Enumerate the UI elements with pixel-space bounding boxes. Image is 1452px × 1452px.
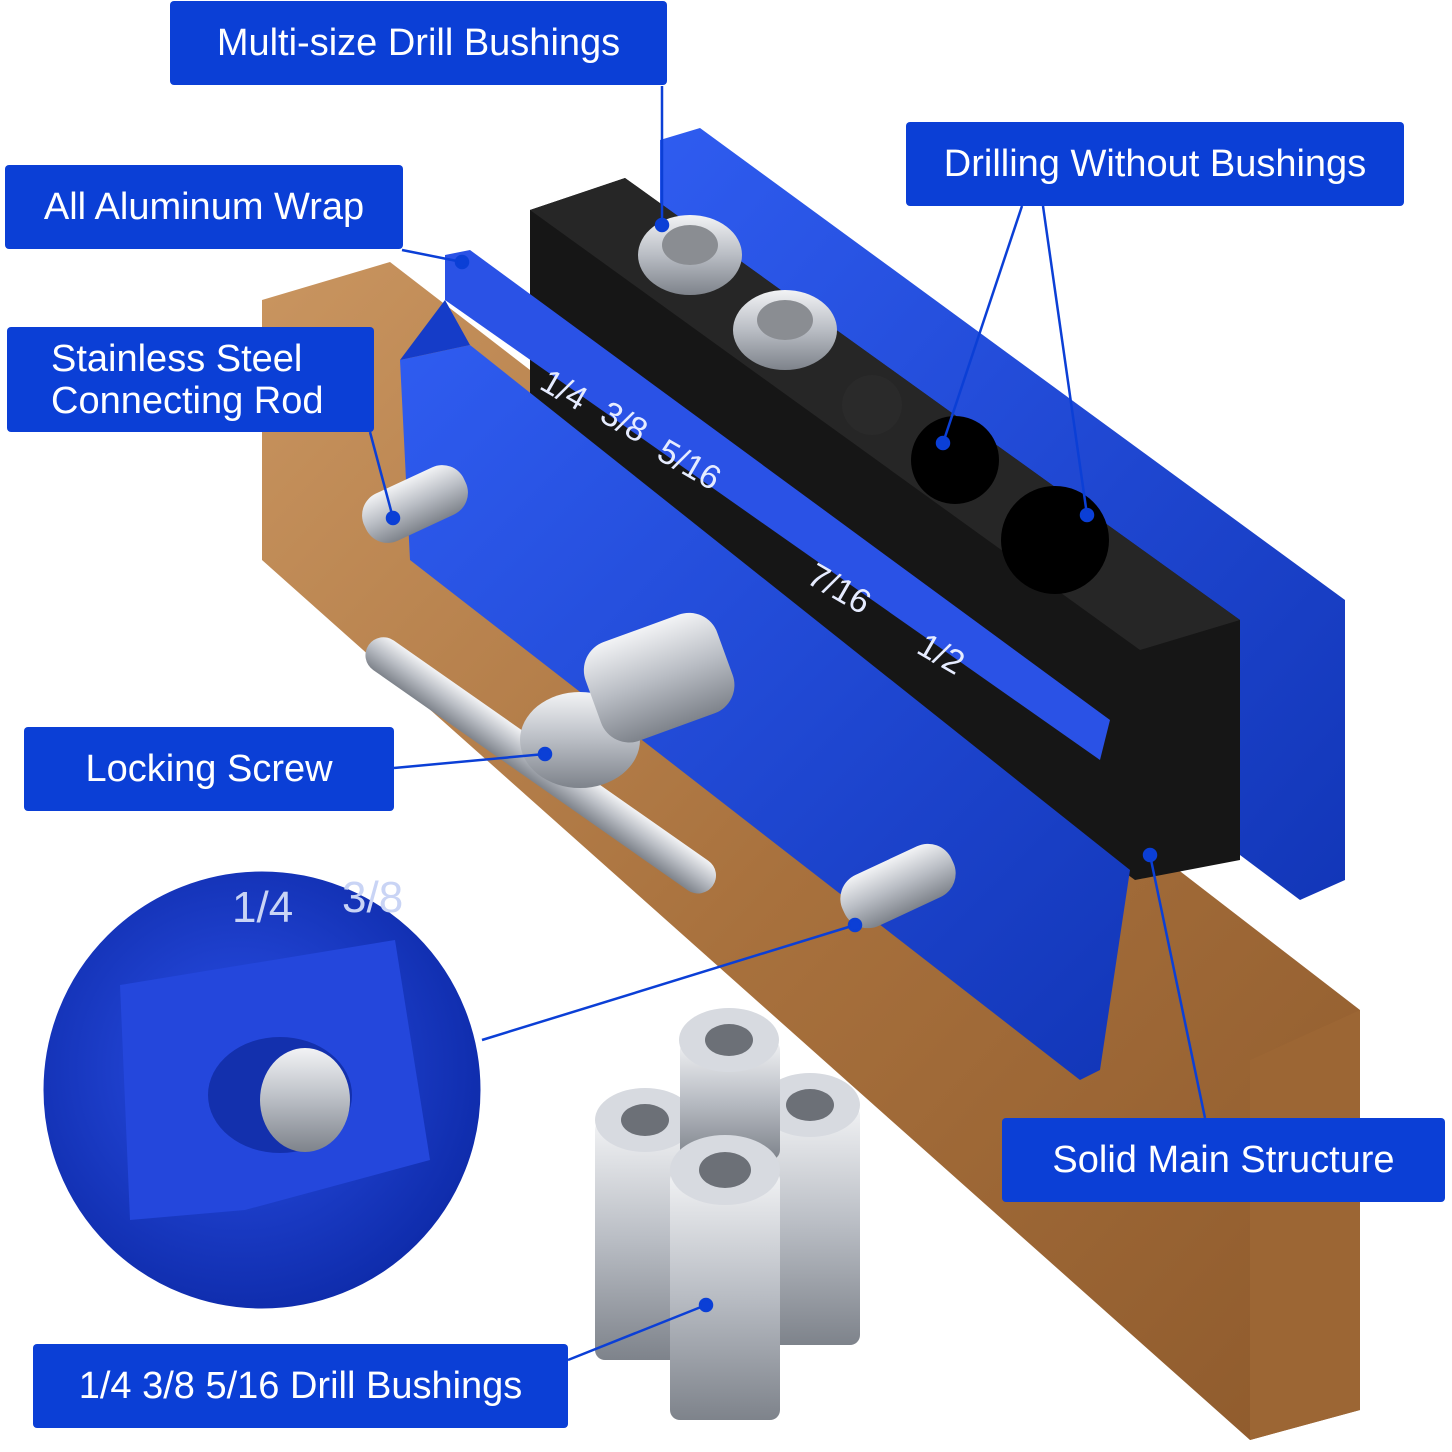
block-bushings: [638, 215, 837, 370]
callout-multi-size-bushings: Multi-size Drill Bushings: [170, 1, 667, 85]
callout-text: All Aluminum Wrap: [43, 186, 365, 228]
callout-text: Connecting Rod: [51, 379, 324, 422]
callout-drill-bushing-sizes: 1/4 3/8 5/16 Drill Bushings: [33, 1344, 568, 1428]
loose-bushings: [595, 1008, 860, 1420]
callout-aluminum-wrap: All Aluminum Wrap: [5, 165, 403, 249]
callout-text: Stainless Steel: [51, 337, 303, 380]
zoom-detail: 1/4 3/8: [40, 868, 484, 1312]
callout-solid-main-structure: Solid Main Structure: [1002, 1118, 1445, 1202]
leader-lines: [368, 86, 1207, 1362]
callout-text: Locking Screw: [85, 748, 333, 790]
callout-drilling-without-bushings: Drilling Without Bushings: [906, 122, 1404, 206]
front-body: [400, 250, 1130, 1080]
callout-locking-screw: Locking Screw: [24, 727, 394, 811]
zoom-scale-label: 1/4: [232, 883, 293, 932]
callout-text: Solid Main Structure: [1052, 1139, 1395, 1181]
callout-text: Multi-size Drill Bushings: [216, 22, 621, 64]
callout-connecting-rod: Stainless Steel Connecting Rod: [7, 327, 374, 432]
callout-text: 1/4 3/8 5/16 Drill Bushings: [78, 1365, 523, 1407]
callout-text: Drilling Without Bushings: [943, 143, 1367, 185]
zoom-scale-label: 3/8: [342, 873, 403, 922]
